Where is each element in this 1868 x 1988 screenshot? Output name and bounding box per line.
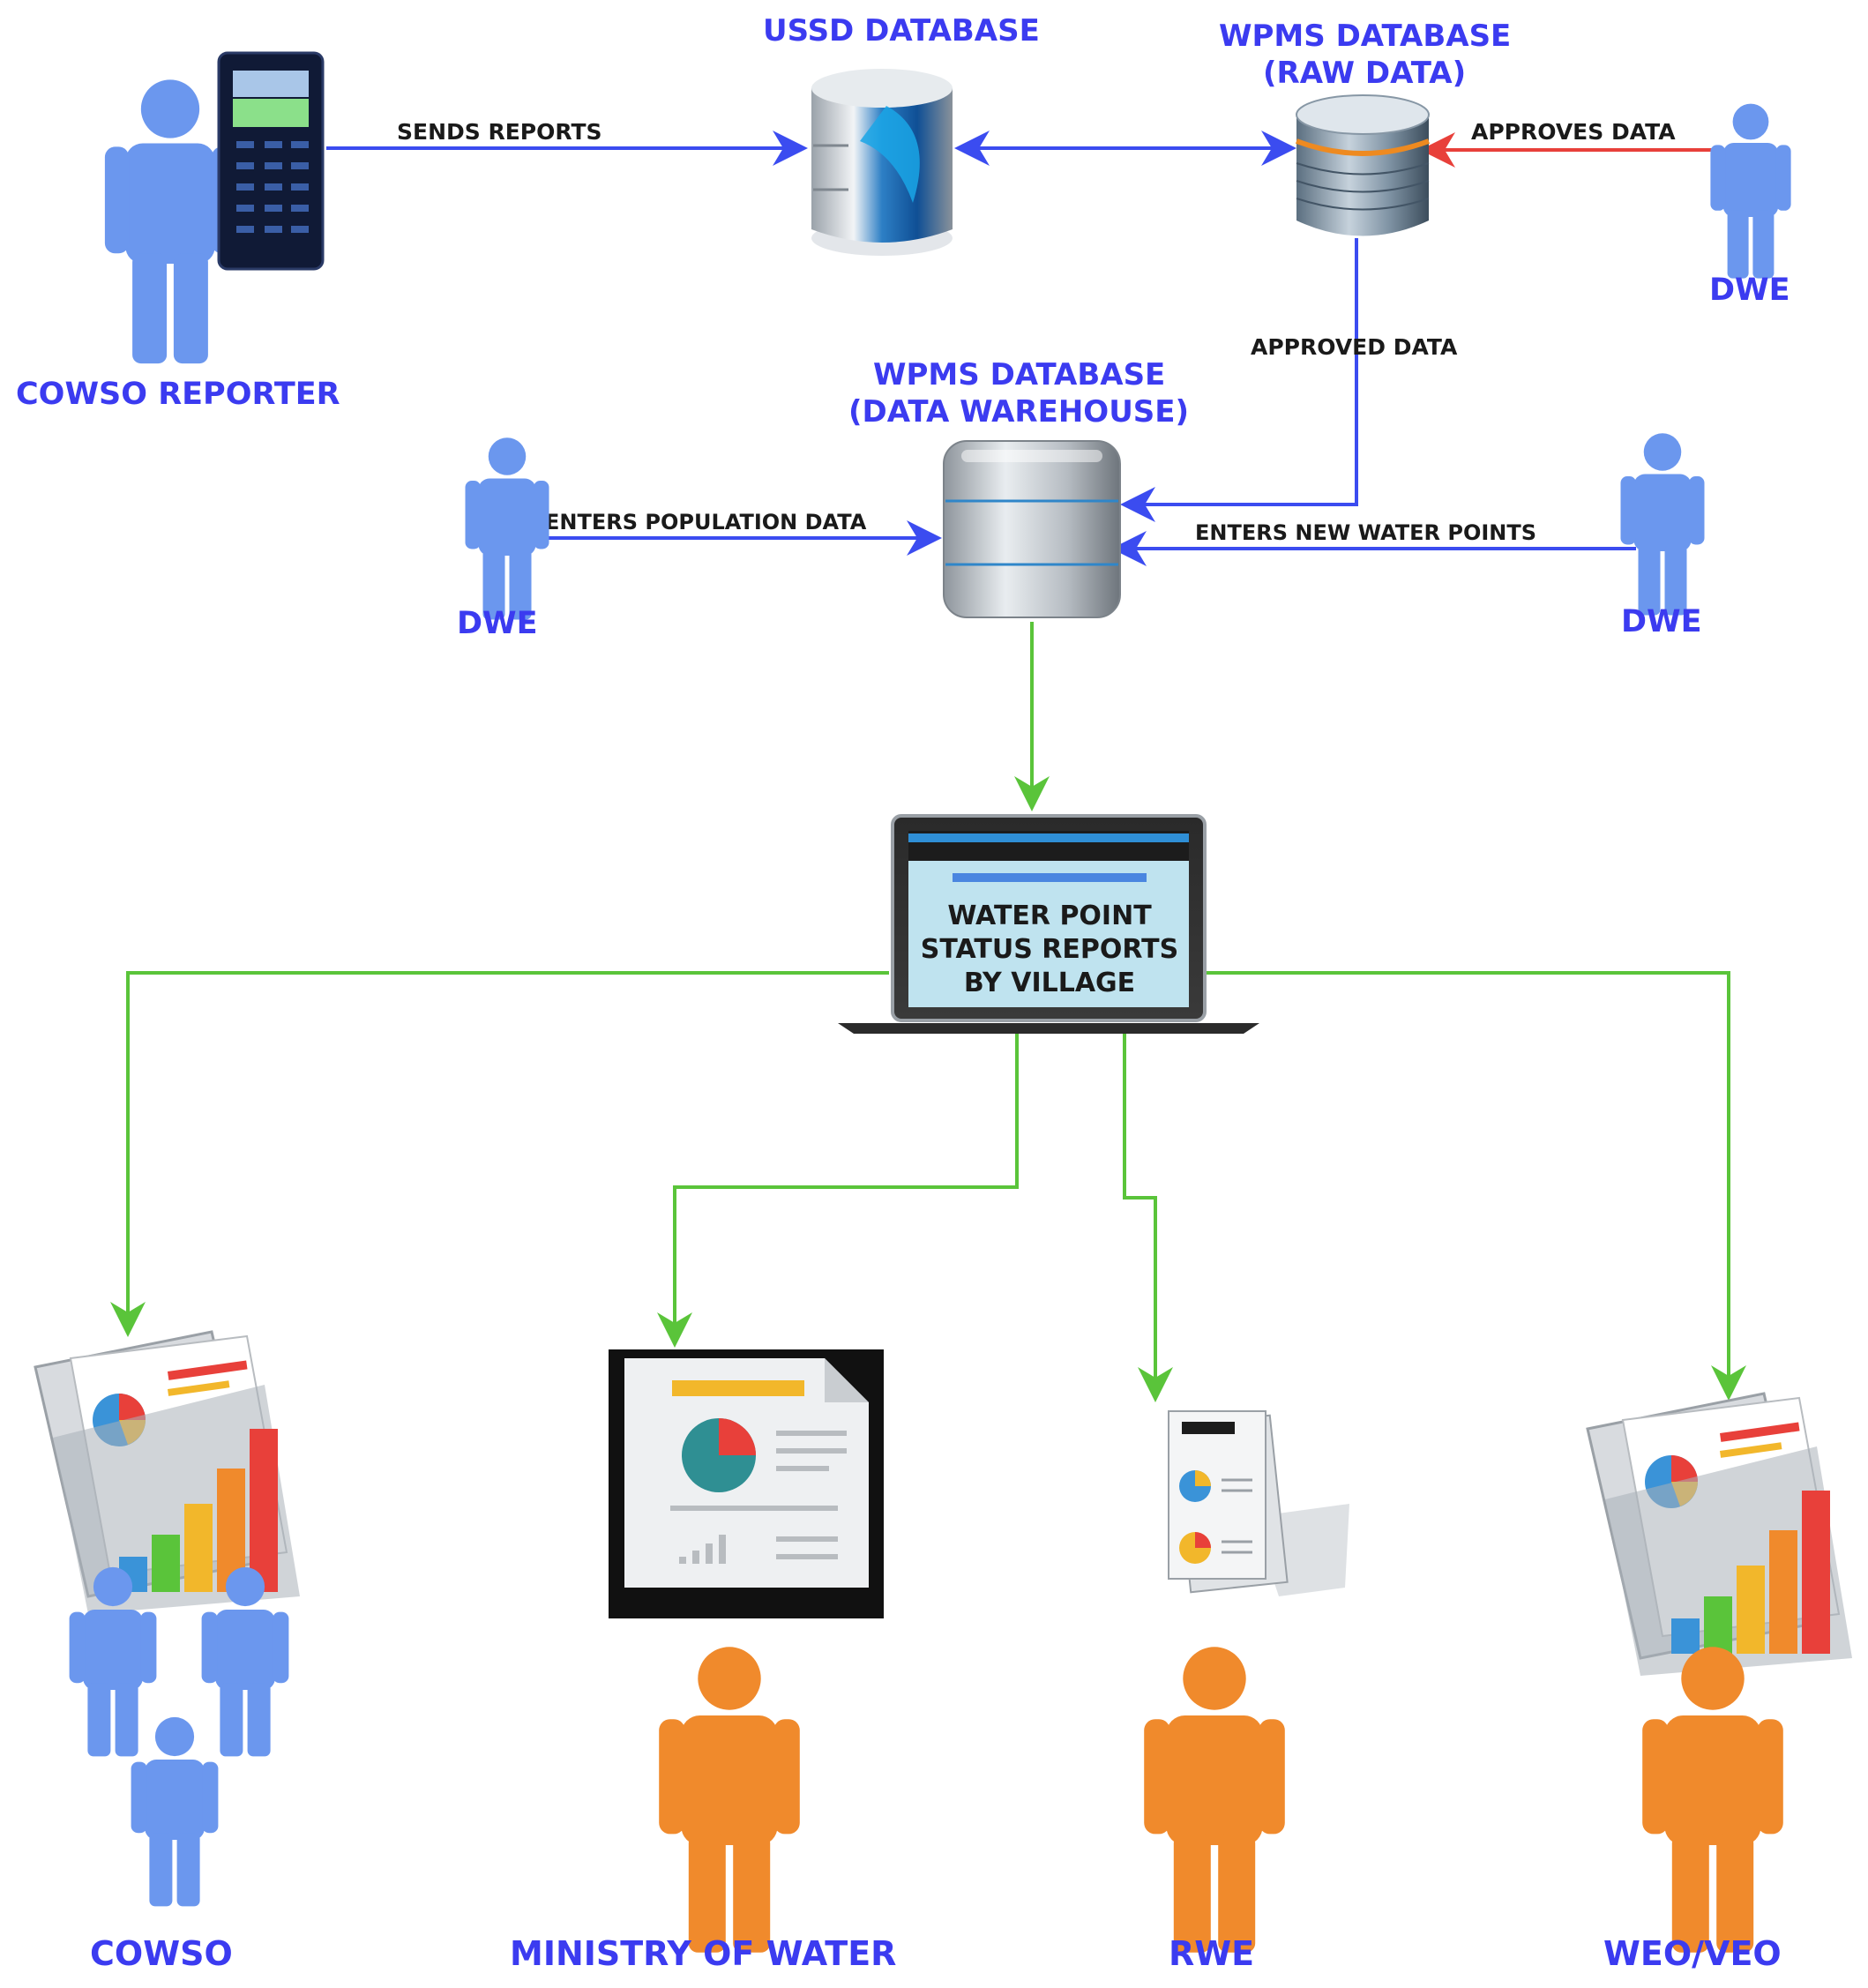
- wpms-raw-database-icon: [1295, 94, 1431, 236]
- weo-veo-person-icon: [1642, 1647, 1783, 1953]
- approves-data-label: APPROVES DATA: [1471, 119, 1676, 145]
- flow-to-weo-veo: [1202, 971, 1746, 1401]
- wpms-warehouse-database-icon: [943, 440, 1121, 618]
- laptop-text-line3: BY VILLAGE: [964, 968, 1135, 998]
- ussd-database-icon: [811, 69, 953, 256]
- ministry-label: MINISTRY OF WATER: [510, 1934, 896, 1973]
- wpms-raw-label-line2: (RAW DATA): [1263, 56, 1466, 91]
- enters-population-label: ENTERS POPULATION DATA: [545, 510, 867, 534]
- flow-to-rwe: [1123, 1034, 1173, 1402]
- cowso-reporter-person-icon: [104, 79, 236, 364]
- ussd-db-label: USSD DATABASE: [763, 13, 1040, 49]
- dwe-top-label: DWE: [1709, 273, 1790, 308]
- flow-to-ministry: [657, 1034, 1019, 1348]
- flow-enters-water-points: ENTERS NEW WATER POINTS: [1111, 520, 1636, 566]
- wpms-dw-label-line2: (DATA WAREHOUSE): [848, 394, 1189, 430]
- flow-approved-data: APPROVED DATA: [1120, 238, 1458, 522]
- sends-reports-label: SENDS REPORTS: [397, 119, 602, 145]
- laptop-text-line2: STATUS REPORTS: [921, 934, 1178, 965]
- flow-approves-data: APPROVES DATA: [1420, 119, 1720, 168]
- report-folder-icon: [1586, 1392, 1852, 1676]
- flow-to-cowso: [110, 971, 889, 1337]
- flow-enters-population: ENTERS POPULATION DATA: [534, 510, 942, 556]
- phone-icon: [217, 51, 325, 271]
- wpms-raw-label-line1: WPMS DATABASE: [1219, 19, 1511, 54]
- dwe-left-person-icon: [465, 437, 549, 620]
- dwe-right-person-icon: [1620, 433, 1705, 616]
- green-flows: [110, 622, 1746, 1402]
- report-document-icon: [609, 1349, 884, 1618]
- cowso-reporter-label: COWSO REPORTER: [16, 377, 340, 412]
- cowso-person-icon: [131, 1716, 219, 1907]
- dwe-top-person-icon: [1710, 103, 1791, 279]
- cowso-label: COWSO: [90, 1934, 233, 1973]
- report-folder-icon: [34, 1330, 300, 1614]
- ministry-person-icon: [659, 1647, 800, 1953]
- wpms-dw-label-line1: WPMS DATABASE: [873, 357, 1165, 392]
- rwe-person-icon: [1144, 1647, 1285, 1953]
- laptop-text-line1: WATER POINT: [947, 901, 1152, 931]
- dwe-left-label: DWE: [457, 606, 538, 641]
- approved-data-label: APPROVED DATA: [1251, 334, 1458, 360]
- flow-sends-reports: SENDS REPORTS: [326, 119, 808, 166]
- weo-veo-label: WEO/VEO: [1603, 1934, 1782, 1973]
- laptop-icon: WATER POINT STATUS REPORTS BY VILLAGE: [838, 814, 1259, 1034]
- report-stack-icon: [1168, 1410, 1349, 1596]
- rwe-label: RWE: [1169, 1934, 1254, 1973]
- dwe-right-label: DWE: [1621, 604, 1702, 639]
- enters-water-points-label: ENTERS NEW WATER POINTS: [1195, 520, 1536, 545]
